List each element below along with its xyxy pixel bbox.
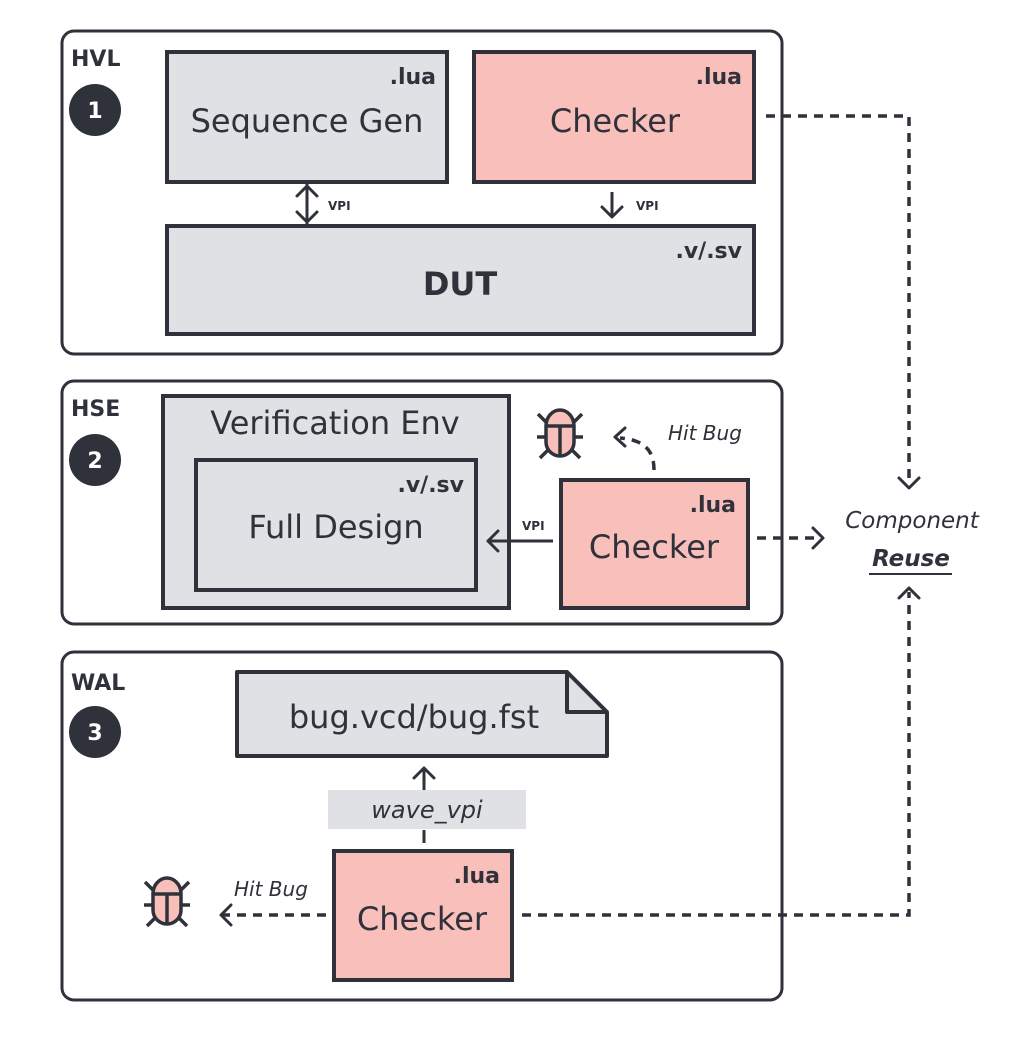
file-extension: .lua (390, 65, 436, 90)
block-label: Full Design (248, 508, 423, 546)
file-extension: .lua (454, 864, 500, 889)
vpi-label: VPI (636, 199, 659, 213)
step-number: 3 (87, 721, 102, 746)
block-label: Checker (589, 528, 720, 566)
sequence-gen-block: .lua Sequence Gen (165, 50, 449, 184)
hit-bug-arrow (219, 903, 326, 927)
block-label: Verification Env (210, 404, 459, 442)
panel-wal: WAL 3 bug.vcd/bug.fst wave_vpi .lua Chec… (60, 650, 784, 1002)
block-label: DUT (423, 265, 498, 303)
block-label: Sequence Gen (191, 102, 424, 140)
reuse-line2: Reuse (872, 546, 950, 572)
bidirectional-arrow-icon (295, 184, 319, 224)
reuse-connector-top (766, 114, 921, 490)
wave-file-block: bug.vcd/bug.fst (235, 670, 609, 758)
step-badge: 2 (69, 434, 121, 486)
dut-block: .v/.sv DUT (165, 224, 756, 336)
panel-tag: WAL (71, 671, 125, 696)
full-design-block: .v/.sv Full Design (194, 458, 478, 592)
wave-vpi-tag: wave_vpi (328, 790, 526, 829)
up-arrow-icon (412, 766, 436, 843)
step-badge: 3 (69, 706, 121, 758)
reuse-line1: Component (845, 508, 980, 534)
verification-env-block: Verification Env .v/.sv Full Design (161, 394, 511, 610)
panel-hvl: HVL 1 .lua Sequence Gen .lua Checker .v/… (60, 29, 784, 356)
file-extension: .lua (690, 493, 736, 518)
down-arrow-icon (600, 192, 624, 219)
panel-tag: HVL (71, 47, 120, 72)
reuse-connector-bottom (522, 586, 921, 917)
panel-tag: HSE (71, 397, 120, 422)
file-extension: .v/.sv (397, 473, 464, 498)
file-extension: .v/.sv (675, 239, 742, 264)
step-number: 2 (87, 449, 102, 474)
step-badge: 1 (69, 84, 121, 136)
file-fold-icon (565, 672, 607, 714)
checker-block: .lua Checker (472, 50, 756, 184)
file-extension: .lua (696, 65, 742, 90)
block-label: Checker (550, 102, 681, 140)
step-number: 1 (87, 99, 102, 124)
hit-bug-label: Hit Bug (234, 877, 308, 901)
component-reuse-label: Component Reuse (845, 508, 980, 575)
reuse-connector-middle (757, 526, 825, 550)
checker-block: .lua Checker (332, 849, 514, 982)
left-arrow-icon (486, 529, 553, 553)
checker-block: .lua Checker (559, 478, 750, 610)
vpi-label: VPI (328, 199, 351, 213)
wave-vpi-label: wave_vpi (371, 796, 483, 824)
panel-hse: HSE 2 Verification Env .v/.sv Full Desig… (60, 379, 784, 626)
vpi-label: VPI (522, 519, 545, 533)
block-label: Checker (357, 900, 488, 938)
block-label: bug.vcd/bug.fst (289, 698, 539, 736)
hit-bug-arrow (613, 426, 656, 471)
hit-bug-label: Hit Bug (668, 421, 742, 445)
